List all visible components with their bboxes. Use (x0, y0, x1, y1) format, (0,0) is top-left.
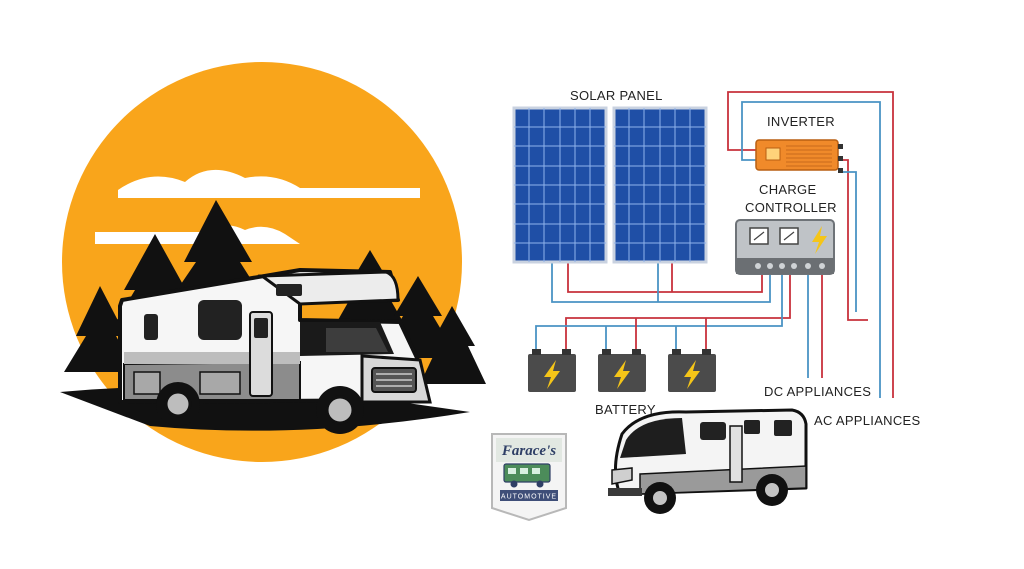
label-solar-panel: SOLAR PANEL (570, 88, 663, 103)
label-ac-appliances: AC APPLIANCES (814, 413, 921, 428)
cloud-icon (95, 169, 420, 244)
label-battery: BATTERY (595, 402, 656, 417)
bolt-icon (812, 226, 827, 254)
solar-panel-icon (512, 106, 708, 264)
label-inverter: INVERTER (767, 114, 835, 129)
inverter-icon (755, 139, 843, 173)
rv-scene (60, 62, 486, 462)
battery-icon (528, 349, 716, 392)
motorhome-icon (118, 268, 432, 434)
label-dc-appliances: DC APPLIANCES (764, 384, 871, 399)
logo-rv-icon (503, 463, 551, 488)
label-controller: CONTROLLER (745, 200, 837, 215)
logo-name: Farace's (501, 443, 556, 459)
camper-van-icon (608, 408, 808, 514)
logo-tagline: AUTOMOTIVE (501, 494, 557, 501)
farace-logo: Farace's AUTOMOTIVE (491, 433, 567, 522)
charge-controller-icon (735, 219, 835, 275)
label-charge: CHARGE (759, 182, 816, 197)
